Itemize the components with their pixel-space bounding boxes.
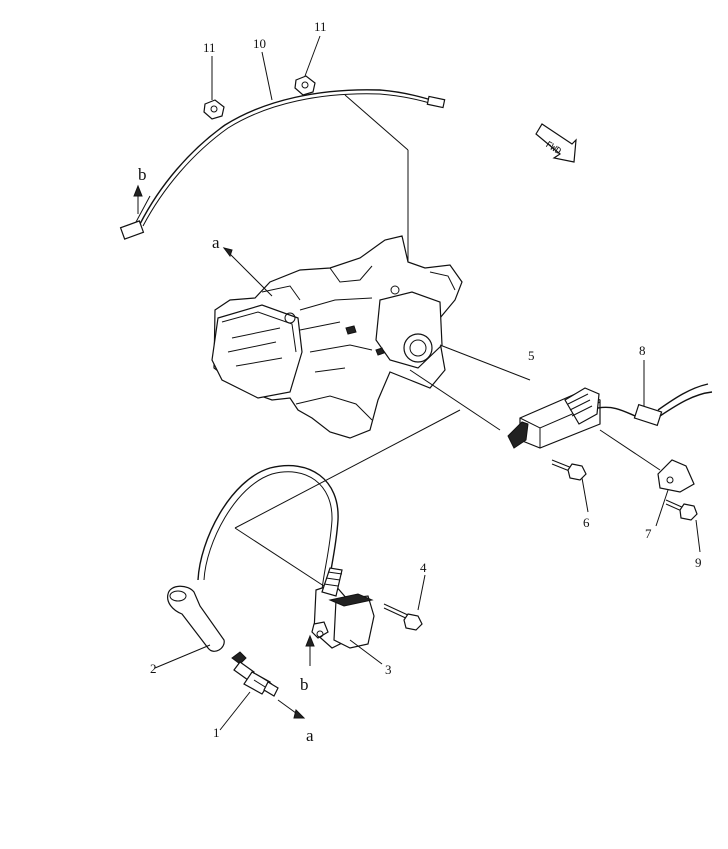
- ignition-coil-3: [311, 567, 383, 665]
- connector-8: [633, 360, 713, 427]
- callout-5: 5: [528, 348, 535, 363]
- callout-11-left: 11: [203, 40, 216, 55]
- bracket-7: [655, 459, 695, 527]
- callout-2: 2: [150, 661, 157, 676]
- callout-6: 6: [583, 515, 590, 530]
- clamp-11-left: [203, 99, 225, 120]
- spark-plug-1: [219, 651, 279, 731]
- rectifier-5: [507, 387, 641, 449]
- callout-11-right: 11: [314, 19, 327, 34]
- callout-3: 3: [385, 662, 392, 677]
- marker-b-bottom: b: [300, 675, 309, 694]
- callout-4: 4: [420, 560, 427, 575]
- fwd-arrow-icon: FWD: [535, 123, 577, 163]
- callout-1: 1: [213, 725, 220, 740]
- engine-assembly: [211, 235, 463, 439]
- marker-a-bottom-arrow: [277, 699, 306, 719]
- plug-cap-2: [154, 585, 225, 669]
- callout-10: 10: [253, 36, 266, 51]
- marker-b-top-arrow: [133, 184, 143, 214]
- bolt-4: [383, 574, 426, 631]
- bolt-6: [551, 459, 589, 513]
- marker-b-top: b: [138, 165, 147, 184]
- clamp-11-right: [294, 75, 316, 96]
- callout-9: 9: [695, 555, 702, 570]
- marker-a-bottom: a: [306, 726, 314, 745]
- callout-7: 7: [645, 526, 652, 541]
- ignition-cable: [197, 464, 339, 591]
- marker-a-top-arrow: [222, 247, 273, 297]
- wire-harness-10: [119, 89, 446, 240]
- marker-a-top: a: [212, 233, 220, 252]
- bolt-9: [665, 499, 701, 553]
- callout-8: 8: [639, 343, 646, 358]
- marker-b-bottom-arrow: [305, 634, 315, 666]
